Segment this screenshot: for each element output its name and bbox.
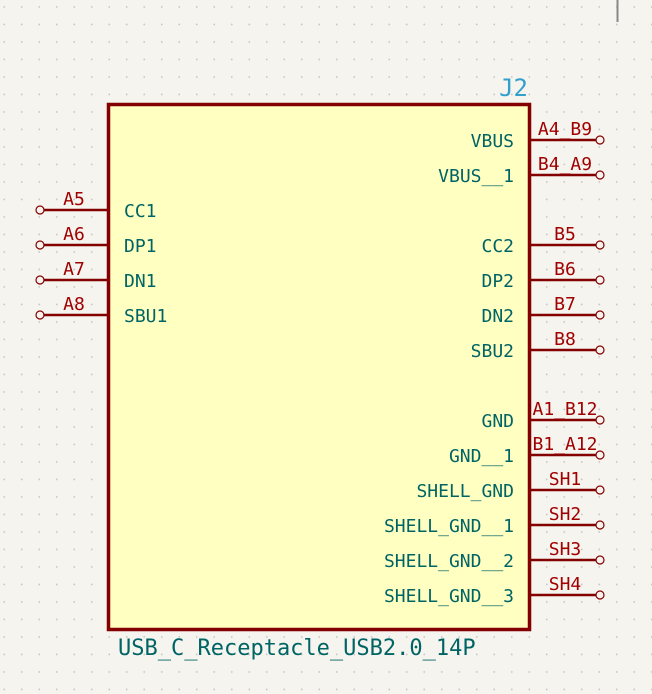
pin-name: SHELL_GND__3 — [384, 586, 514, 607]
pin-endpoint-icon[interactable] — [595, 590, 605, 600]
pin-name: DP1 — [124, 236, 157, 257]
pin-name: DN1 — [124, 271, 157, 292]
pin-number: B8 — [554, 329, 576, 350]
pin-name: DN2 — [481, 306, 514, 327]
pin-number: A8 — [63, 294, 85, 315]
pin-name: CC1 — [124, 201, 157, 222]
pin-name: SBU2 — [471, 341, 514, 362]
pin-endpoint-icon[interactable] — [35, 310, 45, 320]
pin-endpoint-icon[interactable] — [595, 345, 605, 355]
pin-endpoint-icon[interactable] — [595, 485, 605, 495]
pin-name: SHELL_GND — [416, 481, 514, 502]
pin-name: SHELL_GND__1 — [384, 516, 514, 537]
pin-number: A4_B9 — [538, 119, 592, 140]
pin-name: CC2 — [481, 236, 514, 257]
pin-endpoint-icon[interactable] — [595, 240, 605, 250]
pin-endpoint-icon[interactable] — [595, 450, 605, 460]
pin-endpoint-icon[interactable] — [595, 520, 605, 530]
pin-number: SH1 — [549, 469, 582, 490]
pin-number: B6 — [554, 259, 576, 280]
pin-name: VBUS__1 — [438, 166, 514, 187]
pin-name: DP2 — [481, 271, 514, 292]
component-value[interactable]: USB_C_Receptacle_USB2.0_14P — [118, 636, 476, 661]
pin-number: B4_A9 — [538, 154, 592, 175]
pin-number: A5 — [63, 189, 85, 210]
usb-c-connector-symbol[interactable]: J2 USB_C_Receptacle_USB2.0_14P A5CC1A6DP… — [35, 74, 605, 661]
pin-endpoint-icon[interactable] — [595, 275, 605, 285]
pin-endpoint-icon[interactable] — [595, 310, 605, 320]
pin-name: GND — [481, 411, 514, 432]
pin-number: SH2 — [549, 504, 582, 525]
pin-endpoint-icon[interactable] — [595, 555, 605, 565]
pin-number: B5 — [554, 224, 576, 245]
pin-endpoint-icon[interactable] — [595, 135, 605, 145]
pin-endpoint-icon[interactable] — [595, 170, 605, 180]
pin-name: SBU1 — [124, 306, 167, 327]
pin-name: GND__1 — [449, 446, 514, 467]
reference-designator[interactable]: J2 — [499, 74, 528, 102]
pin-endpoint-icon[interactable] — [35, 205, 45, 215]
pin-endpoint-icon[interactable] — [35, 275, 45, 285]
pin-number: A1_B12 — [532, 399, 597, 420]
pin-number: B7 — [554, 294, 576, 315]
pin-number: SH4 — [549, 574, 582, 595]
pin-endpoint-icon[interactable] — [35, 240, 45, 250]
pin-number: B1_A12 — [532, 434, 597, 455]
component-body[interactable] — [106, 102, 532, 632]
pin-number: SH3 — [549, 539, 582, 560]
pin-number: A6 — [63, 224, 85, 245]
pin-number: A7 — [63, 259, 85, 280]
pin-name: SHELL_GND__2 — [384, 551, 514, 572]
pin-endpoint-icon[interactable] — [595, 415, 605, 425]
pin-name: VBUS — [471, 131, 514, 152]
